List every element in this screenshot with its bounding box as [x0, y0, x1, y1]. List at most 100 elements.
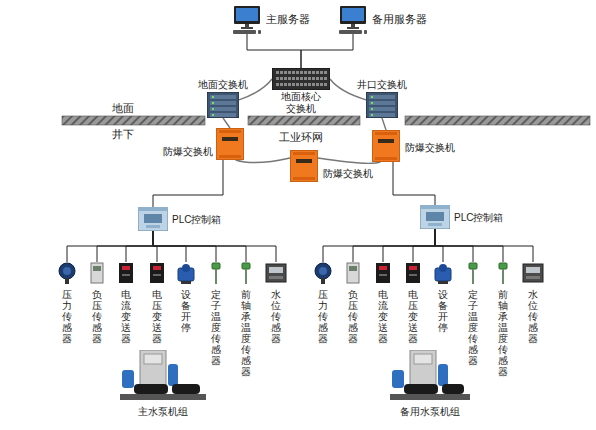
rect-shape — [284, 83, 287, 86]
server-node: 主服务器 — [232, 6, 262, 34]
sw-icon — [434, 262, 452, 284]
rect-shape — [122, 274, 130, 276]
rect-shape — [300, 83, 303, 86]
rect-shape — [212, 114, 214, 116]
rect-shape — [144, 354, 162, 364]
device-label: PLC控制箱 — [172, 214, 221, 226]
neg-icon — [88, 262, 106, 284]
rect-shape — [347, 263, 359, 283]
connector-line — [153, 231, 276, 262]
rect-shape — [276, 77, 279, 80]
server-node: 备用服务器 — [338, 6, 368, 34]
rect-shape — [245, 24, 249, 27]
plc-icon — [138, 207, 168, 231]
plc-icon — [420, 205, 450, 229]
connector-line — [67, 231, 153, 262]
rect-shape — [340, 6, 366, 24]
rect-shape — [276, 71, 279, 74]
rect-shape — [339, 30, 362, 34]
rect-shape — [290, 150, 318, 182]
connector-line — [383, 229, 435, 262]
gauge-icon — [58, 262, 76, 284]
rect-shape — [442, 384, 464, 394]
rect-shape — [276, 83, 279, 86]
rect-shape — [292, 83, 295, 86]
ground-band — [405, 116, 590, 125]
rect-shape — [134, 384, 168, 394]
connector-line — [353, 229, 435, 262]
device-label: 井口交换机 — [357, 79, 407, 91]
vertical-label: 水位传感器 — [528, 289, 538, 344]
rect-shape — [392, 370, 404, 388]
circle-shape — [63, 267, 71, 275]
rect-shape — [316, 71, 319, 74]
rect-shape — [212, 96, 214, 98]
device-label: PLC控制箱 — [454, 212, 503, 224]
rect-shape — [241, 27, 253, 29]
rect-shape — [300, 71, 303, 74]
rect-shape — [120, 394, 206, 400]
circle-shape — [59, 263, 75, 279]
rect-shape — [404, 384, 438, 394]
region-label: 工业环网 — [279, 131, 323, 144]
ex-node: 防爆交换机 — [216, 128, 244, 160]
vertical-label: 压力传感器 — [318, 289, 328, 344]
plc-node: PLC控制箱 — [138, 207, 168, 231]
rect-shape — [288, 71, 291, 74]
rect-shape — [316, 77, 319, 80]
rect-shape — [364, 30, 367, 34]
rect-shape — [502, 269, 504, 284]
rect-shape — [140, 350, 166, 386]
core-icon — [272, 68, 330, 90]
vertical-label: 前轴承温度传感器 — [498, 289, 508, 377]
vertical-label: 定子温度传感器 — [468, 289, 478, 366]
level-node: 水位传感器 — [265, 262, 287, 284]
rect-shape — [150, 263, 164, 283]
vertical-label: 负压传感器 — [92, 289, 102, 344]
rect-shape — [122, 370, 134, 388]
rect-shape — [219, 155, 241, 158]
rect-shape — [245, 269, 247, 284]
rect-shape — [269, 267, 283, 273]
ex-icon — [216, 128, 244, 160]
sw-node: 设备开停 — [434, 262, 452, 284]
ex-node: 防爆交换机 — [372, 130, 400, 162]
rect-shape — [266, 264, 286, 282]
device-label: 地面交换机 — [198, 79, 248, 91]
rect-shape — [210, 113, 236, 117]
rect-shape — [210, 95, 236, 99]
rect-shape — [207, 92, 239, 118]
circle-shape — [319, 267, 327, 275]
connector-line — [413, 229, 435, 262]
level-icon — [522, 262, 544, 284]
rect-shape — [324, 71, 327, 74]
rect-shape — [378, 139, 394, 143]
rect-shape — [304, 83, 307, 86]
probe-icon — [207, 262, 225, 284]
rect-shape — [122, 266, 130, 270]
rect-shape — [320, 71, 323, 74]
vertical-label: 电流变送器 — [378, 289, 388, 344]
rect-shape — [242, 263, 250, 269]
probe-icon — [237, 262, 255, 284]
rect-shape — [469, 263, 477, 269]
server-icon — [232, 6, 262, 34]
vertical-label: 设备开停 — [181, 289, 191, 333]
rect-shape — [308, 83, 311, 86]
connector-line — [247, 34, 301, 68]
gauge-icon — [314, 262, 332, 284]
rect-shape — [376, 263, 390, 283]
rect-shape — [272, 68, 330, 90]
rect-shape — [371, 102, 373, 104]
rect-shape — [296, 77, 299, 80]
rect-shape — [369, 113, 395, 117]
rect-shape — [372, 130, 400, 162]
connector-line — [301, 34, 353, 68]
device-label: 主水泵机组 — [120, 406, 206, 418]
rect-shape — [375, 132, 397, 135]
pump-icon — [120, 350, 206, 402]
circle-shape — [439, 264, 447, 272]
rect-shape — [212, 108, 214, 110]
rect-shape — [144, 214, 162, 223]
